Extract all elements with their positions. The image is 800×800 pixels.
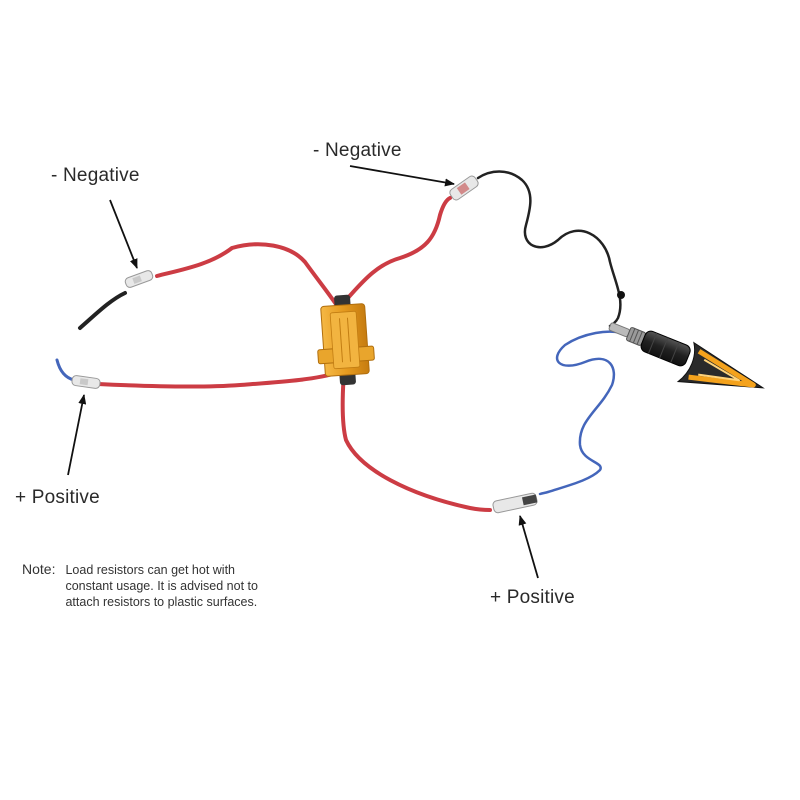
note-title: Note: [22,561,56,577]
connector-lower-right [492,492,538,514]
arrow-negative-mid [349,165,455,187]
black-wire-right [476,170,622,328]
blue-wire-right [538,330,632,496]
red-wire-upper-left [155,242,342,312]
arrow-positive-right [518,515,539,579]
connector-middle [449,175,479,201]
red-wire-lower-left [96,370,342,389]
arrow-positive-left [67,394,87,476]
label-positive-right: + Positive [490,587,575,608]
red-wire-lower-right [340,370,492,512]
note-block: Note: Load resistors can get hot with co… [22,562,292,610]
label-positive-left: + Positive [15,487,100,508]
blue-wire-left [55,358,76,382]
connector-upper-left [124,270,154,288]
note-text: Load resistors can get hot with constant… [65,563,258,609]
load-resistor [317,294,375,386]
label-negative-mid: - Negative [313,140,402,161]
led-turn-signal-lamp [608,322,765,389]
red-wire-upper-right [344,196,452,302]
black-wire-left [78,291,127,330]
wire-joint [617,291,625,299]
connector-lower-left [71,375,101,389]
label-negative-left: - Negative [51,165,140,186]
arrow-negative-left [109,199,138,269]
